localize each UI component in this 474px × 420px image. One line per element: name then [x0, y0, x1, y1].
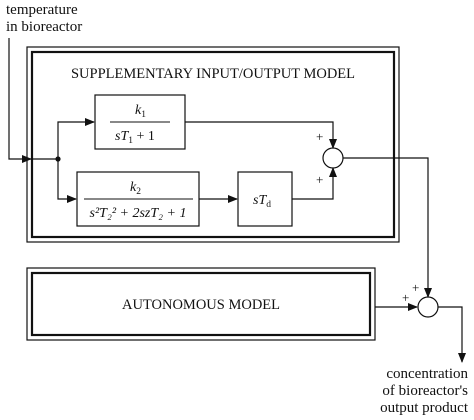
block3-label: sTd	[253, 193, 271, 210]
supplementary-model-title: SUPPLEMENTARY INPUT/OUTPUT MODEL	[71, 66, 355, 82]
output-label-line1: concentration	[386, 366, 468, 382]
autonomous-model-box	[26, 267, 376, 341]
sum1-sign-top: +	[316, 129, 323, 144]
autonomous-model-title: AUTONOMOUS MODEL	[122, 297, 280, 313]
sum2-sign-left: +	[402, 290, 409, 305]
block2-numerator: k2	[130, 180, 141, 197]
block1-numerator: k1	[135, 103, 146, 120]
summing-junction-1	[322, 147, 344, 169]
block2-denominator: s²T₂² + 2szT₂ + 1	[90, 206, 187, 221]
branch-point	[55, 156, 61, 162]
output-label-line2: of bioreactor's	[382, 383, 468, 399]
supplementary-model-box	[26, 46, 400, 243]
sum2-sign-top: +	[412, 280, 419, 295]
summing-junction-2	[417, 296, 439, 318]
sum1-sign-bottom: +	[316, 172, 323, 187]
output-label-line3: output product	[380, 400, 469, 416]
signal-lines	[8, 38, 466, 363]
block1-denominator: sT1 + 1	[115, 129, 155, 146]
input-label-line1: temperature	[6, 2, 78, 18]
input-label-line2: in bioreactor	[6, 19, 82, 35]
